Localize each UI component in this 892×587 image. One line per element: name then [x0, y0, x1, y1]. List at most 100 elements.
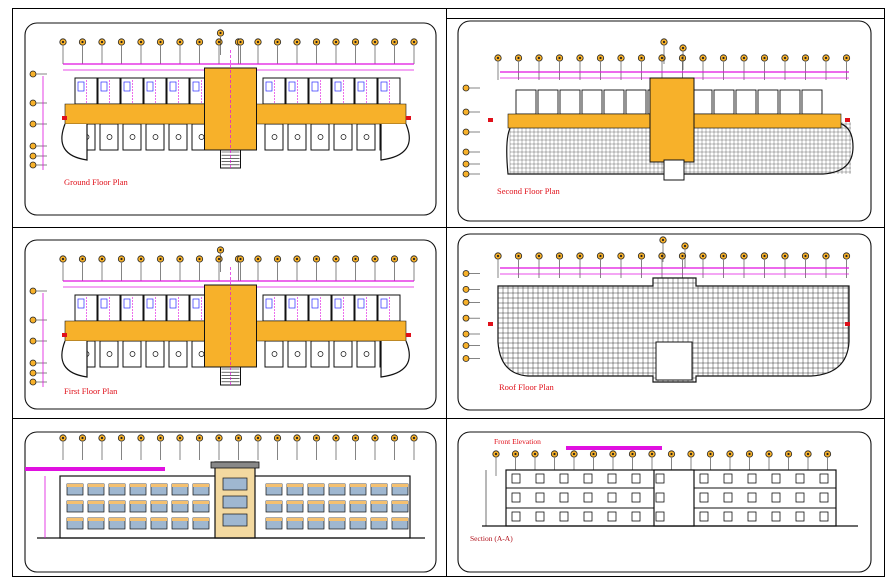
- grid-bubble-dot: [412, 40, 416, 44]
- grid-bubble-dot: [239, 257, 242, 261]
- grid-bubble-dot: [592, 452, 595, 456]
- grid-bubble-dot: [661, 238, 665, 242]
- front-elevation-drawing: [25, 434, 425, 539]
- grid-bubble-dot: [334, 40, 338, 44]
- room: [310, 340, 330, 368]
- grid-bubble-dot: [683, 244, 687, 248]
- fixture: [169, 81, 177, 92]
- grid-bubble-dot: [631, 452, 634, 456]
- room: [356, 123, 376, 151]
- grid-bubble-dot: [845, 56, 848, 60]
- window-lintel: [193, 518, 209, 521]
- room: [145, 340, 165, 368]
- grid-bubble-dot: [537, 254, 541, 258]
- second-floor-plan-title: Second Floor Plan: [497, 186, 560, 196]
- grid-bubble: [462, 330, 470, 338]
- window: [511, 473, 521, 484]
- window-lintel: [130, 501, 146, 504]
- window-lintel: [371, 518, 387, 521]
- grid-bubble-dot: [787, 452, 790, 456]
- room: [333, 340, 353, 368]
- room: [801, 89, 823, 115]
- grid-bubble-dot: [239, 40, 242, 44]
- grid-bubble-dot: [61, 436, 65, 440]
- grid-bubble-dot: [178, 436, 182, 440]
- grid-bubble-dot: [824, 56, 828, 60]
- grid-bubble: [462, 160, 470, 168]
- room: [515, 89, 537, 115]
- grid-bubble-dot: [354, 436, 357, 440]
- window-lintel: [88, 501, 104, 504]
- grid-bubble-dot: [619, 254, 623, 258]
- grid-bubble-dot: [100, 257, 104, 261]
- entrance: [663, 159, 685, 181]
- ground-floor-plan: [29, 29, 418, 170]
- grid-bubble-dot: [120, 40, 123, 44]
- level-marker: [25, 467, 165, 471]
- grid-bubble-dot: [681, 46, 685, 50]
- section-marker: [62, 333, 67, 337]
- fixture: [100, 298, 108, 309]
- grid-bubble-dot: [681, 254, 684, 258]
- grid-bubble: [29, 287, 37, 295]
- grid-bubble-dot: [599, 254, 602, 258]
- grid-bubble: [29, 378, 37, 386]
- grid-bubble-dot: [61, 40, 65, 44]
- window-lintel: [130, 484, 146, 487]
- window: [699, 473, 709, 484]
- grid-bubble-dot: [701, 56, 705, 60]
- window: [655, 492, 665, 503]
- grid-bubble-dot: [599, 56, 602, 60]
- grid-bubble-dot: [517, 254, 520, 258]
- grid-bubble-dot: [824, 254, 828, 258]
- grid-bubble-dot: [514, 452, 517, 456]
- fixture: [100, 81, 108, 92]
- room: [264, 340, 284, 368]
- grid-bubble-dot: [722, 254, 725, 258]
- tower-window: [222, 513, 248, 527]
- grid-bubble-dot: [276, 40, 279, 44]
- end-bay: [380, 340, 410, 378]
- fixture: [334, 298, 342, 309]
- window-lintel: [308, 518, 324, 521]
- grid-bubble-dot: [783, 56, 787, 60]
- grid-bubble-dot: [611, 452, 615, 456]
- grid-bubble-dot: [256, 40, 260, 44]
- grid-bubble-dot: [742, 56, 746, 60]
- fixture: [363, 351, 370, 357]
- grid-bubble: [29, 359, 37, 367]
- grid-bubble-dot: [159, 436, 162, 440]
- fixture: [123, 81, 131, 92]
- grid-bubble-dot: [295, 40, 299, 44]
- window: [795, 511, 805, 522]
- grid-bubble-dot: [494, 452, 498, 456]
- grid-bubble-dot: [219, 248, 222, 252]
- window: [723, 492, 733, 503]
- end-bay: [61, 340, 88, 378]
- grid-bubble-dot: [701, 254, 705, 258]
- grid-bubble-dot: [81, 257, 84, 261]
- grid-bubble-dot: [373, 257, 377, 261]
- window-lintel: [109, 501, 125, 504]
- grid-bubble: [462, 148, 470, 156]
- grid-bubble-dot: [517, 56, 520, 60]
- fixture: [77, 298, 85, 309]
- fixture: [146, 298, 154, 309]
- window: [747, 511, 757, 522]
- ground-floor-plan-title: Ground Floor Plan: [64, 177, 128, 187]
- fixture: [363, 134, 370, 140]
- fixture: [192, 298, 200, 309]
- window: [535, 511, 545, 522]
- grid-bubble-dot: [178, 257, 182, 261]
- window-lintel: [350, 501, 366, 504]
- window: [511, 492, 521, 503]
- section-title: Section (A-A): [470, 534, 513, 543]
- grid-bubble-dot: [496, 254, 500, 258]
- fixture: [129, 351, 136, 357]
- grid-bubble-dot: [61, 257, 65, 261]
- tower-window: [222, 477, 248, 491]
- grid-bubble: [462, 128, 470, 136]
- window-lintel: [193, 484, 209, 487]
- grid-bubble-dot: [783, 254, 787, 258]
- grid-bubble-dot: [276, 257, 279, 261]
